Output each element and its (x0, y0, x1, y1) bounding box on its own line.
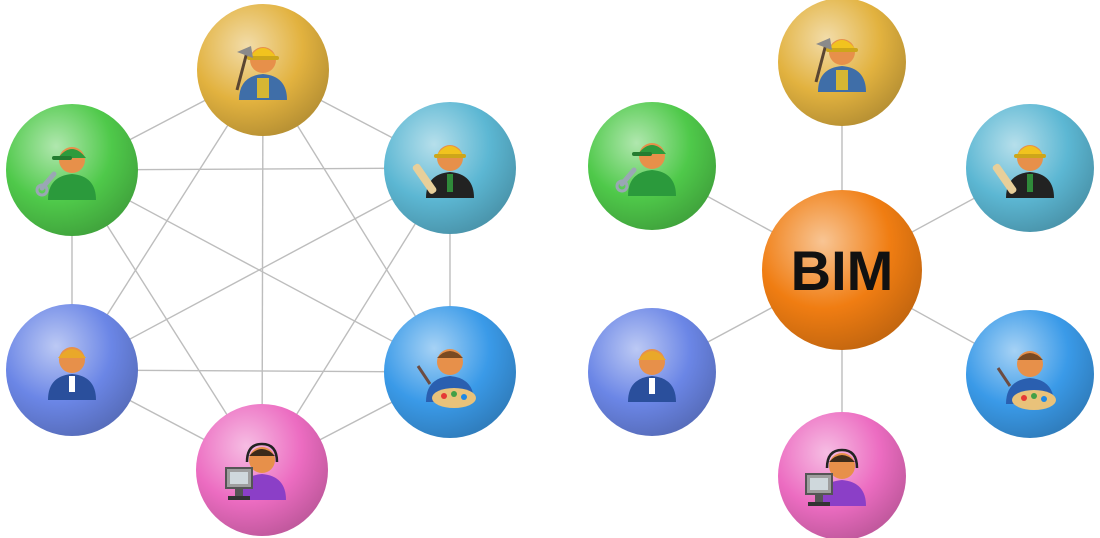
right-node-mechanic (588, 102, 716, 230)
mechanic-wrench-icon (35, 147, 96, 200)
link-mechanic-designer (71, 169, 451, 373)
link-architect-manager (71, 167, 451, 371)
right-role-nodes (588, 0, 1094, 538)
bim-hub-network: BIM (588, 0, 1094, 538)
bim-hub-circle (762, 190, 922, 350)
left-role-nodes (6, 4, 516, 536)
bim-hub-node: BIM (762, 190, 922, 350)
left-node-manager (6, 304, 138, 436)
manager-hardhat-icon (628, 349, 676, 402)
computer-operator-icon (805, 448, 866, 506)
left-node-designer (384, 306, 516, 438)
computer-operator-icon (225, 442, 286, 500)
architect-blueprint-icon (412, 145, 474, 198)
link-surveyor-operator (261, 69, 264, 471)
left-node-architect (384, 102, 516, 234)
bim-hub-label: BIM (791, 239, 894, 302)
left-node-operator (196, 404, 328, 536)
shovel-worker-icon (235, 46, 287, 100)
right-node-manager (588, 308, 716, 436)
mechanic-wrench-icon (615, 143, 676, 196)
manager-hardhat-icon (48, 347, 96, 400)
point-to-point-network (6, 4, 516, 536)
right-node-designer (966, 310, 1094, 438)
left-node-surveyor (197, 4, 329, 136)
right-node-surveyor (778, 0, 906, 126)
right-node-operator (778, 412, 906, 538)
painter-palette-icon (416, 349, 476, 408)
left-node-mechanic (6, 104, 138, 236)
painter-palette-icon (996, 351, 1056, 410)
architect-blueprint-icon (992, 145, 1054, 198)
right-node-architect (966, 104, 1094, 232)
shovel-worker-icon (814, 38, 866, 92)
